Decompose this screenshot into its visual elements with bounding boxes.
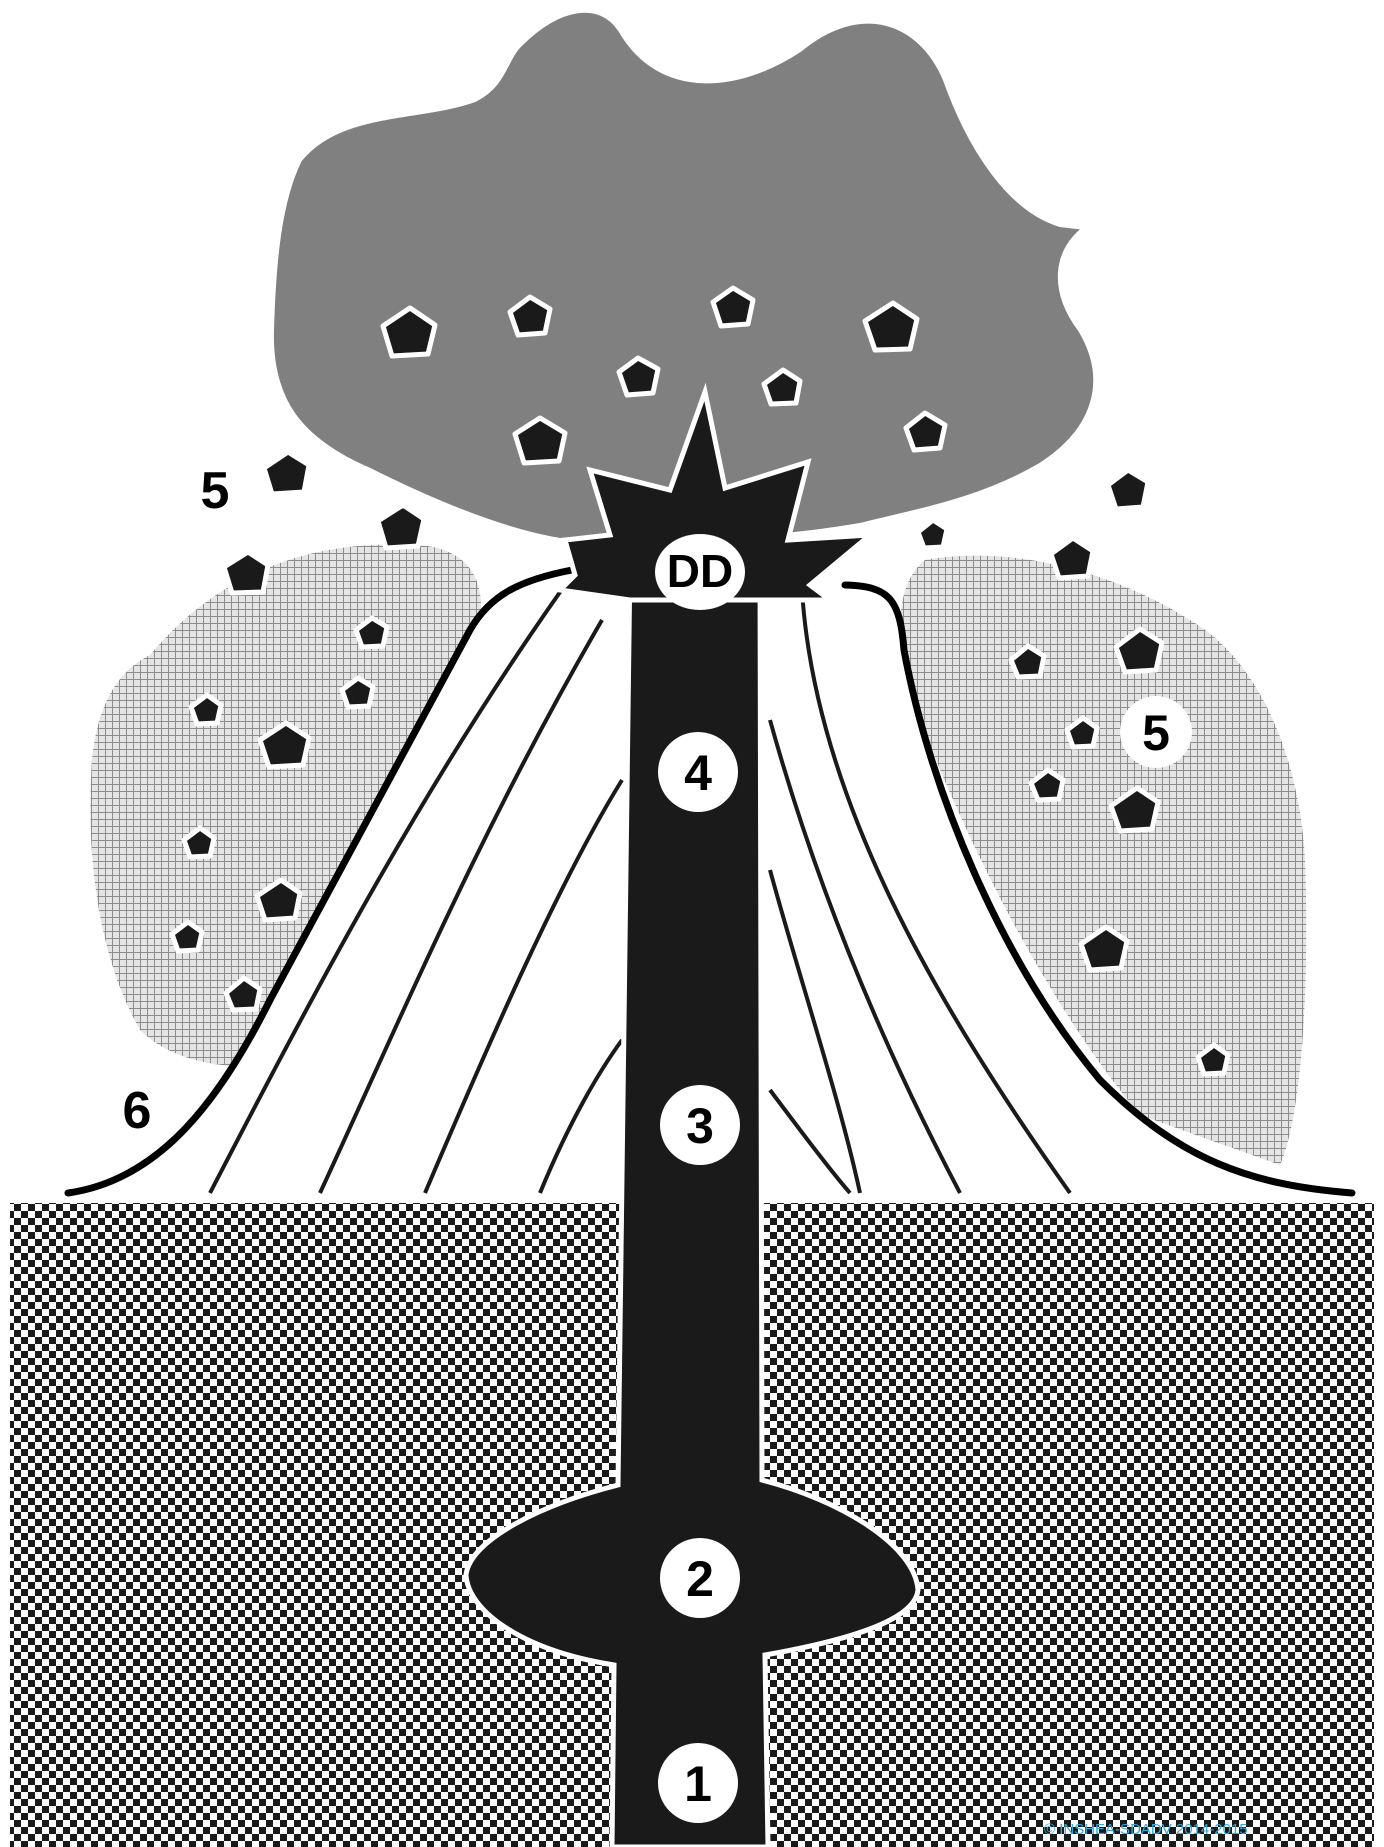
label-ash-left: 5	[201, 462, 230, 520]
label-magma-root: 1	[684, 1756, 712, 1812]
copyright-notice: © INSHEA-SDADV 2014-2015	[1044, 1821, 1248, 1838]
label-slope: 6	[123, 1082, 152, 1140]
label-conduit-lower: 3	[686, 1098, 714, 1154]
label-magma-chamber: 2	[686, 1551, 714, 1607]
label-conduit-upper: 4	[684, 745, 712, 801]
label-ash-right: 5	[1142, 705, 1170, 761]
label-crater: DD	[667, 545, 733, 597]
